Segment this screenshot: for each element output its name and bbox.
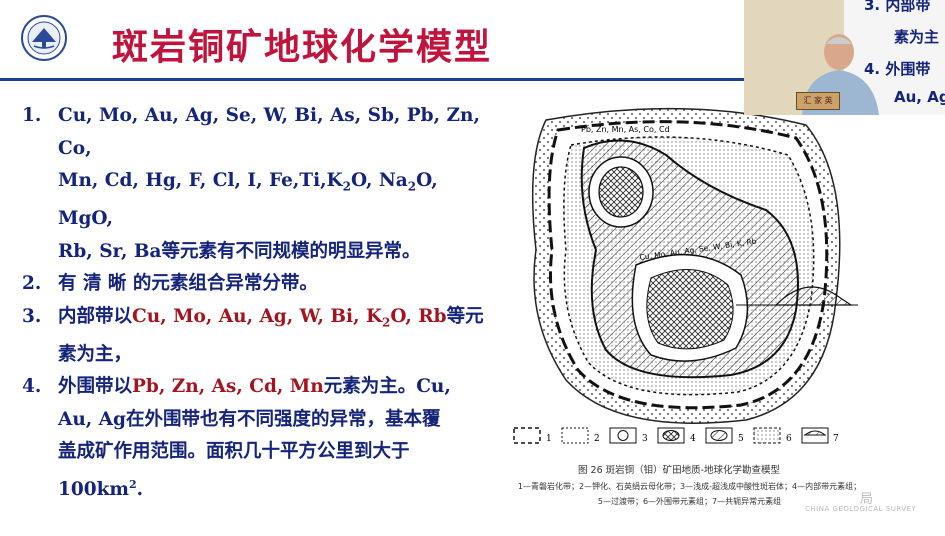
legend-number: 2	[594, 434, 600, 444]
element-list: 1. Cu, Mo, Au, Ag, Se, W, Bi, As, Sb, Pb…	[22, 100, 492, 507]
subscript: 2	[382, 315, 391, 330]
video-slide-text: Au, Ag	[894, 88, 945, 106]
figure-caption: 图 26 斑岩铜（钼）矿田地质-地球化学勘查模型	[578, 465, 781, 476]
item-line: Au, Ag在外围带也有不同强度的异常，基本覆	[58, 408, 441, 430]
legend-number: 1	[546, 434, 552, 444]
item-line: 素为主，	[58, 343, 133, 365]
geochemical-model-figure: Pb, Zn, Mn, As, Co, Cd Cu, Mo, Au, Ag, S…	[531, 107, 858, 424]
cgs-logo	[21, 15, 67, 61]
presenter-video: 3. 内部带 素为主 4. 外围带 Au, Ag 汇 家 英	[744, 0, 945, 115]
highlight-elements: Cu, Mo, Au, Ag, W, Bi, K	[132, 305, 383, 327]
legend-number: 7	[833, 434, 839, 444]
item-number: 3.	[22, 305, 42, 327]
legend-line: 5—过渡带；6—外围带元素组；7—共轭异常元素组	[597, 497, 782, 506]
item-line: Cu, Mo, Au, Ag, Se, W, Bi, As, Sb, Pb, Z…	[58, 105, 480, 159]
legend-line: 1—青磐岩化带；2—钾化、石英绢云母化带；3—浅成-超浅成中酸性斑岩体；4—内部…	[517, 482, 862, 491]
item-text: 有 清 晰 的元素组合异常分带。	[58, 273, 318, 295]
legend-number: 6	[786, 434, 792, 444]
porphyry-body-north-core	[598, 166, 644, 218]
list-item: 1. Cu, Mo, Au, Ag, Se, W, Bi, As, Sb, Pb…	[22, 100, 492, 268]
legend-number: 4	[690, 434, 696, 444]
nameplate: 汇 家 英	[796, 92, 840, 110]
video-slide-text: 3. 内部带	[864, 0, 931, 14]
item-line: Mn, Cd, Hg, F, Cl, I, Fe,Ti,K2O, Na2O, M…	[58, 170, 438, 230]
porphyry-body-south-core	[646, 269, 734, 350]
item-line: 内部带以Cu, Mo, Au, Ag, W, Bi, K2O, Rb等元	[58, 305, 484, 330]
video-slide-text: 4. 外围带	[864, 60, 931, 78]
item-line: 外围带以Pb, Zn, As, Cd, Mn元素为主。Cu,	[58, 376, 451, 398]
legend-number: 5	[738, 434, 744, 444]
superscript: 2	[129, 477, 137, 491]
item-body: Cu, Mo, Au, Ag, Se, W, Bi, As, Sb, Pb, Z…	[58, 100, 492, 268]
figure-legend: 1 2 3 4 5 6 7	[513, 427, 839, 444]
slide-title: 斑岩铜矿地球化学模型	[112, 27, 493, 68]
item-number: 2.	[22, 273, 42, 295]
list-item: 4. 外围带以Pb, Zn, As, Cd, Mn元素为主。Cu, Au, Ag…	[22, 371, 492, 506]
item-line: 100km2.	[58, 477, 144, 501]
highlight-elements: Pb, Zn, As, Cd, Mn	[132, 376, 324, 398]
item-number: 4.	[22, 376, 42, 398]
list-item: 2. 有 清 晰 的元素组合异常分带。	[22, 268, 492, 301]
item-line: 盖成矿作用范围。面积几十平方公里到大于	[58, 441, 410, 463]
video-slide-text: 素为主	[894, 28, 940, 46]
outer-zone-label: Pb, Zn, Mn, As, Co, Cd	[581, 125, 670, 134]
legend-description: 1—青磐岩化带；2—钾化、石英绢云母化带；3—浅成-超浅成中酸性斑岩体；4—内部…	[492, 479, 887, 509]
item-number: 1.	[22, 105, 42, 126]
subscript: 2	[407, 179, 417, 194]
watermark: 局	[860, 492, 874, 507]
anomaly-profile	[774, 286, 853, 306]
item-body: 外围带以Pb, Zn, As, Cd, Mn元素为主。Cu, Au, Ag在外围…	[58, 371, 492, 506]
title-divider	[0, 78, 760, 81]
item-line: Rb, Sr, Ba等元素有不同规模的明显异常。	[58, 240, 421, 262]
watermark-text: CHINA GEOLOGICAL SURVEY	[805, 505, 917, 513]
item-body: 内部带以Cu, Mo, Au, Ag, W, Bi, K2O, Rb等元 素为主…	[58, 301, 492, 372]
subscript: 2	[342, 179, 351, 194]
legend-number: 3	[642, 434, 648, 444]
list-item: 3. 内部带以Cu, Mo, Au, Ag, W, Bi, K2O, Rb等元 …	[22, 301, 492, 372]
